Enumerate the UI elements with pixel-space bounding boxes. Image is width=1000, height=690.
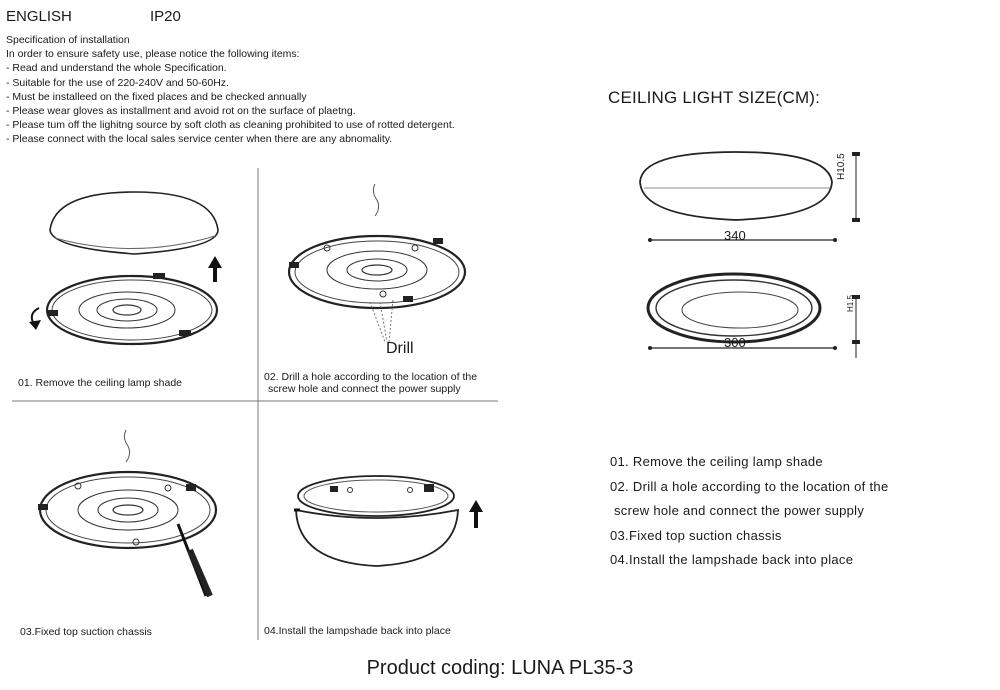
step-item: 04.Install the lampshade back into place	[610, 552, 854, 567]
step-item: 02. Drill a hole according to the locati…	[610, 478, 889, 494]
base-height-label: H1.5	[846, 295, 855, 312]
ceiling-light-size-title: CEILING LIGHT SIZE(CM):	[608, 88, 821, 107]
drill-illustration	[287, 183, 467, 343]
ip-rating: IP20	[150, 8, 181, 25]
panel-4-caption: 04.Install the lampshade back into place	[264, 625, 451, 637]
spec-line: - Please connect with the local sales se…	[6, 133, 393, 146]
drill-label: Drill	[386, 340, 414, 357]
panel-2-caption-line2: screw hole and connect the power supply	[268, 383, 461, 395]
panel-3-caption: 03.Fixed top suction chassis	[20, 626, 152, 638]
specification-block: Specification of installation In order t…	[6, 33, 455, 147]
shade-width-label: 340	[724, 228, 746, 243]
step-item: screw hole and connect the power supply	[614, 503, 865, 518]
size-diagram	[639, 151, 860, 358]
spec-line: - Please tum off the lighitng source by …	[6, 119, 455, 132]
panel-2-caption-line1: 02. Drill a hole according to the locati…	[264, 371, 478, 383]
install-shade-illustration	[294, 475, 483, 567]
remove-shade-illustration	[29, 191, 222, 346]
fix-chassis-illustration	[38, 429, 218, 598]
installation-steps: 01. Remove the ceiling lamp shade 02. Dr…	[610, 450, 888, 573]
spec-line: - Suitable for the use of 220-240V and 5…	[6, 76, 229, 89]
spec-line: In order to ensure safety use, please no…	[6, 48, 300, 61]
product-coding: Product coding: LUNA PL35-3	[366, 657, 634, 679]
step-item: 01. Remove the ceiling lamp shade	[610, 454, 823, 469]
language-label: ENGLISH	[6, 8, 72, 25]
shade-height-label: H10.5	[836, 153, 847, 180]
spec-line: - Read and understand the whole Specific…	[6, 62, 227, 75]
step-item: 03.Fixed top suction chassis	[610, 527, 782, 543]
spec-line: - Must be installeed on the fixed places…	[6, 90, 307, 103]
base-width-label: 300	[724, 335, 746, 350]
panel-1-caption: 01. Remove the ceiling lamp shade	[18, 377, 183, 389]
spec-line: Specification of installation	[6, 34, 130, 46]
spec-line: - Please wear gloves as installment and …	[6, 105, 356, 118]
